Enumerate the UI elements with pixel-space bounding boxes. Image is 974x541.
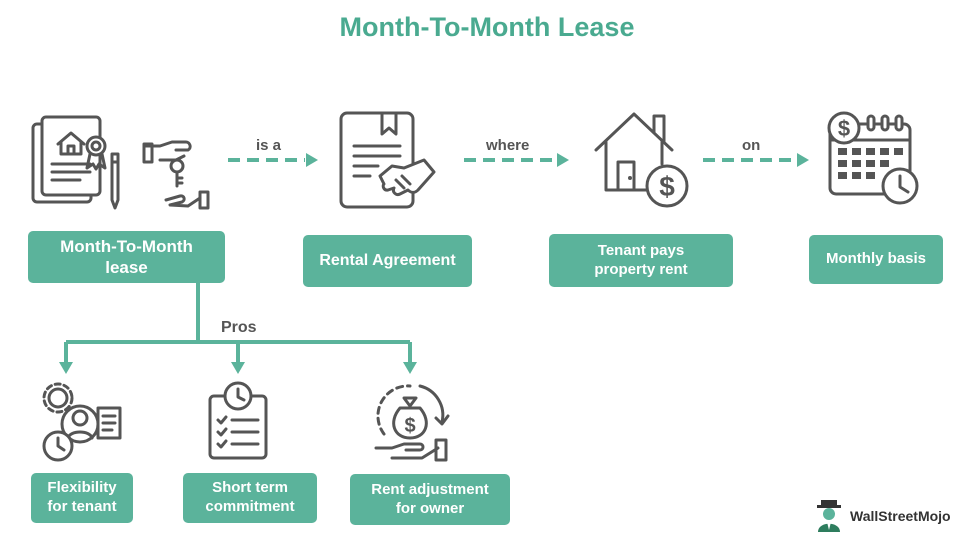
clipboard-clock-icon [208, 381, 268, 460]
box-monthly-basis: Monthly basis [809, 235, 943, 284]
house-dollar-icon: $ [594, 112, 689, 208]
arrowhead-where [557, 153, 569, 167]
connector-label-where: where [486, 137, 530, 154]
rental-agreement-icon [339, 111, 436, 209]
box-rental-agreement: Rental Agreement [303, 235, 472, 287]
box-short-term-commitment: Short term commitment [183, 473, 317, 523]
box-rent-adjustment-for-owner: Rent adjustment for owner [350, 474, 510, 525]
calendar-icon: $ [827, 111, 919, 205]
box-month-to-month-lease: Month-To-Month lease [28, 231, 225, 283]
arrowhead-on [797, 153, 809, 167]
brand-name: WallStreetMojo [850, 508, 951, 524]
money-bag-cycle-icon: $ [374, 384, 450, 462]
box-tenant-pays-rent: Tenant pays property rent [549, 234, 733, 287]
arrowhead-pros-3 [403, 362, 417, 374]
arrowhead-pros-1 [59, 362, 73, 374]
page-title: Month-To-Month Lease [339, 12, 635, 42]
arrowhead-pros-2 [231, 362, 245, 374]
box-flexibility-for-tenant: Flexibility for tenant [31, 473, 133, 523]
arrowhead-is-a [306, 153, 318, 167]
key-handover-icon [142, 140, 210, 210]
connector-label-pros: Pros [221, 319, 257, 336]
dollar-sign-icon: $ [659, 171, 675, 202]
dollar-sign-icon: $ [838, 116, 850, 141]
lease-document-icon [31, 115, 120, 210]
dollar-sign-icon: $ [404, 415, 415, 437]
flexibility-gear-clock-icon [42, 382, 122, 462]
connector-label-is-a: is a [256, 137, 282, 154]
brand-mascot-icon [817, 500, 841, 532]
brand-logo: WallStreetMojo [814, 499, 951, 533]
connector-label-on: on [742, 137, 761, 154]
